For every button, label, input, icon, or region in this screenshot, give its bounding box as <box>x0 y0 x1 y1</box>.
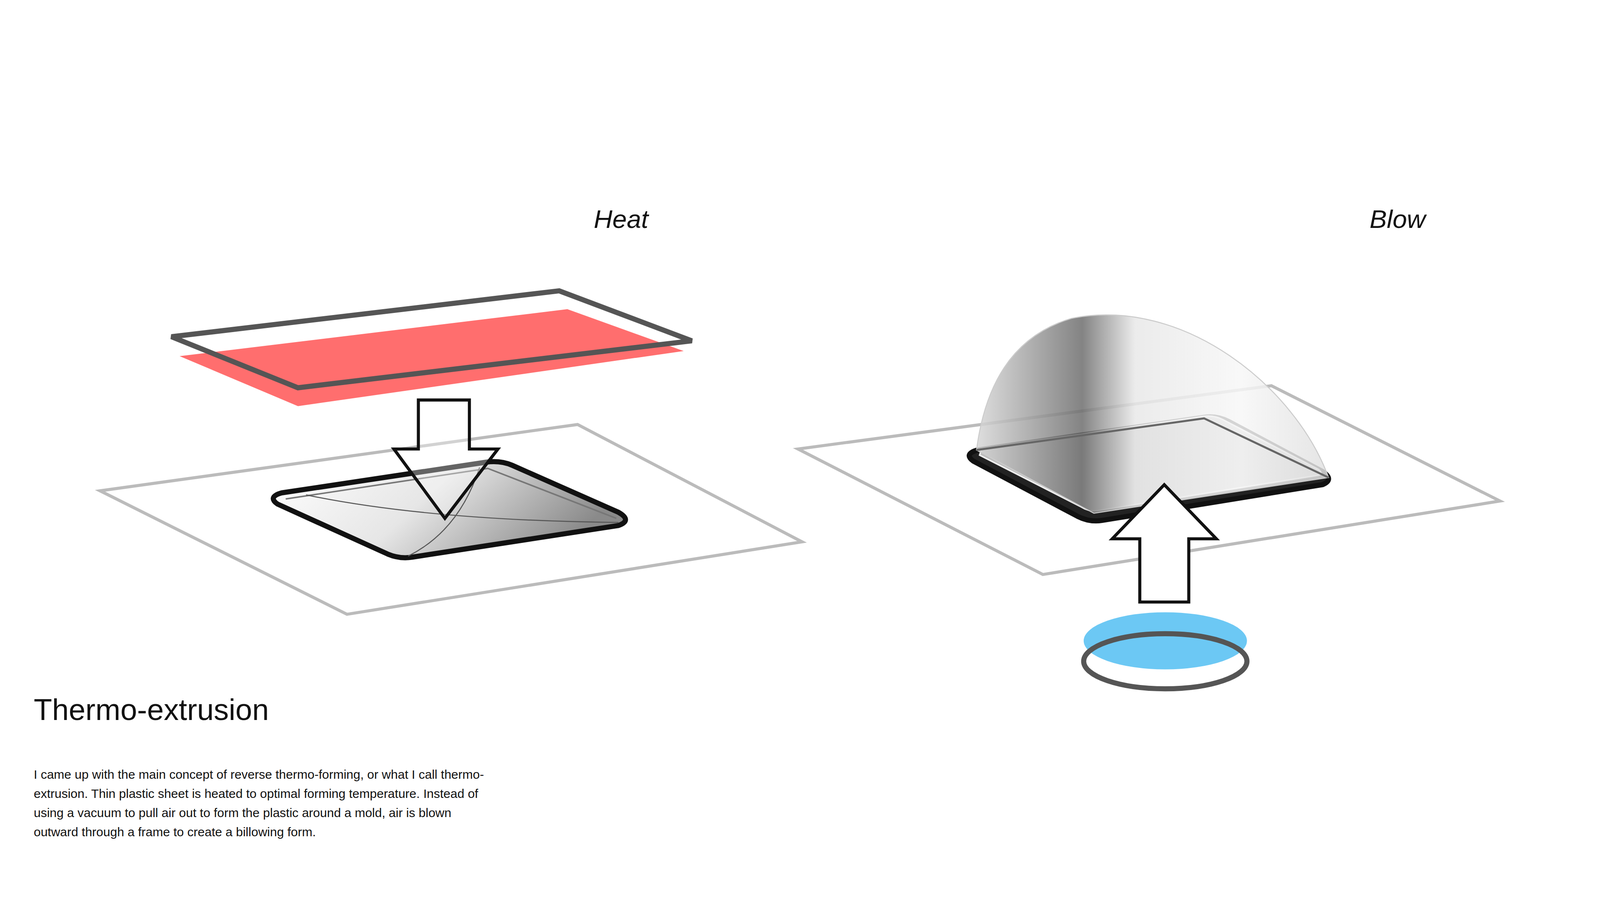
sheet-curve <box>306 495 619 523</box>
step-label: Blow <box>1369 204 1426 234</box>
heater-frame <box>171 290 692 388</box>
blow-arrow <box>1112 484 1217 603</box>
heater-plate <box>179 309 684 407</box>
step-label: Heat <box>593 204 649 234</box>
dome-base-line <box>976 418 1329 478</box>
heat-arrow <box>393 400 498 519</box>
diagram-caption: I came up with the main concept of rever… <box>33 765 497 842</box>
air-source-ring <box>1083 633 1248 689</box>
billowed-dome <box>976 315 1329 514</box>
diagram-title: Thermo-extrusion <box>33 692 269 727</box>
